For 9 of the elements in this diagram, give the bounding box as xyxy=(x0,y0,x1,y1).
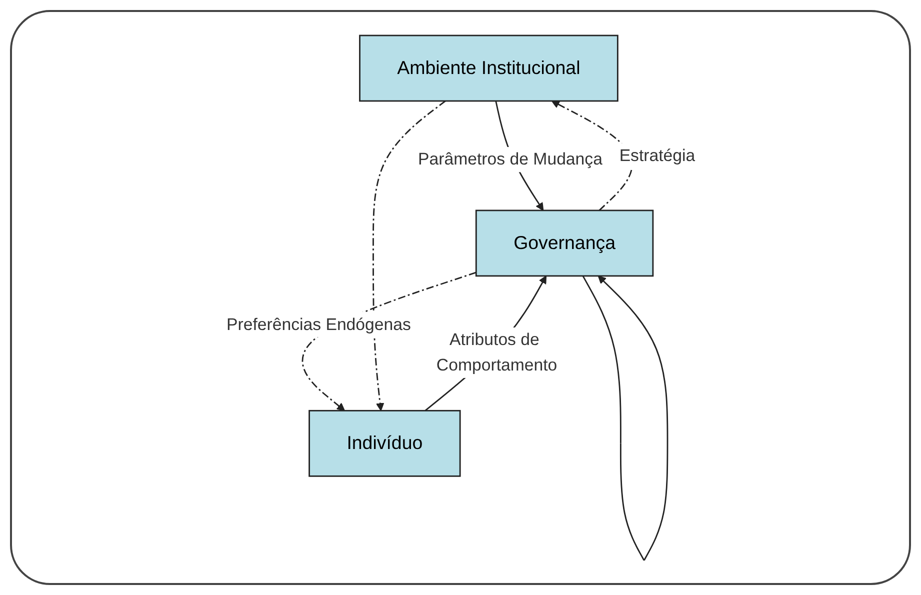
edge-label: Parâmetros de Mudança xyxy=(418,149,602,168)
edge-label: Atributos de Comportamento xyxy=(436,330,557,374)
node-box: Governança xyxy=(475,209,654,276)
arrow xyxy=(582,275,668,560)
node-box: Ambiente Institucional xyxy=(358,34,618,102)
arrow xyxy=(372,100,446,411)
edge-label: Estratégia xyxy=(618,145,695,164)
node-box: Indivíduo xyxy=(308,409,460,476)
edge-label: Preferências Endógenas xyxy=(226,314,411,333)
